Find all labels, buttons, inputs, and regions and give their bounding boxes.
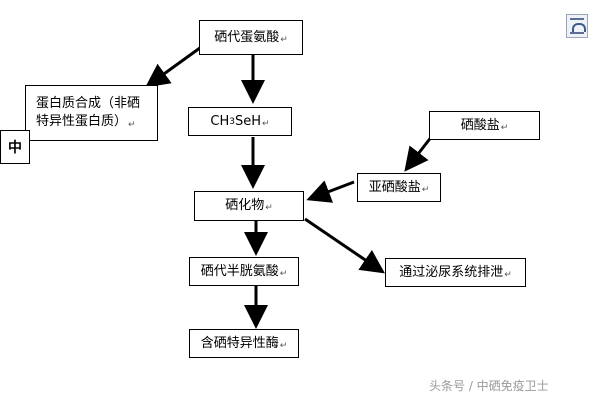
- node-ch3seh-main: CH: [210, 113, 230, 129]
- node-urine-excretion-label: 通过泌尿系统排泄: [399, 264, 504, 280]
- node-ch3seh-subscript: 3: [229, 116, 235, 127]
- paragraph-mark: ↵: [280, 34, 288, 45]
- node-protein-synthesis: 蛋白质合成（非硒 特异性蛋白质）↵: [25, 85, 158, 141]
- watermark: 头条号 / 中硒免疫卫士: [429, 379, 549, 393]
- arrow-selenite-to-selenide: [306, 180, 355, 203]
- node-selenate-label: 硒酸盐: [460, 117, 500, 133]
- node-seleno-cysteine-label: 硒代半胱氨酸: [200, 263, 279, 279]
- arrow-selenide-to-excretion: [304, 217, 385, 274]
- node-selenoenzyme-label: 含硒特异性酶: [200, 335, 279, 351]
- node-urine-excretion: 通过泌尿系统排泄↵: [385, 258, 526, 287]
- node-seleno-methionine-label: 硒代蛋氨酸: [214, 29, 280, 45]
- node-protein-synthesis-line1: 蛋白质合成（非硒: [36, 95, 141, 111]
- node-selenide-label: 硒化物: [225, 198, 265, 213]
- arrow-methionine-to-protein: [145, 43, 205, 88]
- node-seleno-cysteine: 硒代半胱氨酸↵: [189, 257, 299, 286]
- node-selenoenzyme: 含硒特异性酶↵: [189, 329, 299, 358]
- node-selenate: 硒酸盐↵: [429, 111, 540, 140]
- paragraph-mark: ↵: [504, 269, 512, 280]
- paragraph-mark: ↵: [128, 119, 136, 130]
- paragraph-mark: ↵: [500, 122, 509, 133]
- node-protein-synthesis-line2: 特异性蛋白质）: [36, 113, 128, 129]
- layout-options-icon[interactable]: [566, 14, 588, 38]
- paragraph-mark: ↵: [421, 184, 430, 195]
- node-seleno-methionine: 硒代蛋氨酸↵: [199, 20, 303, 55]
- paragraph-mark: ↵: [279, 268, 288, 279]
- paragraph-mark: ↵: [279, 340, 288, 351]
- paragraph-mark: ↵: [262, 118, 270, 129]
- paragraph-mark: ↵: [265, 203, 273, 213]
- side-tag: 中: [0, 130, 30, 164]
- node-selenite: 亚硒酸盐↵: [357, 173, 441, 202]
- node-selenide: 硒化物↵: [194, 191, 304, 221]
- node-ch3seh-tail: SeH: [235, 113, 262, 129]
- arrow-selenate-to-selenite: [404, 135, 434, 172]
- node-selenite-label: 亚硒酸盐: [368, 179, 421, 195]
